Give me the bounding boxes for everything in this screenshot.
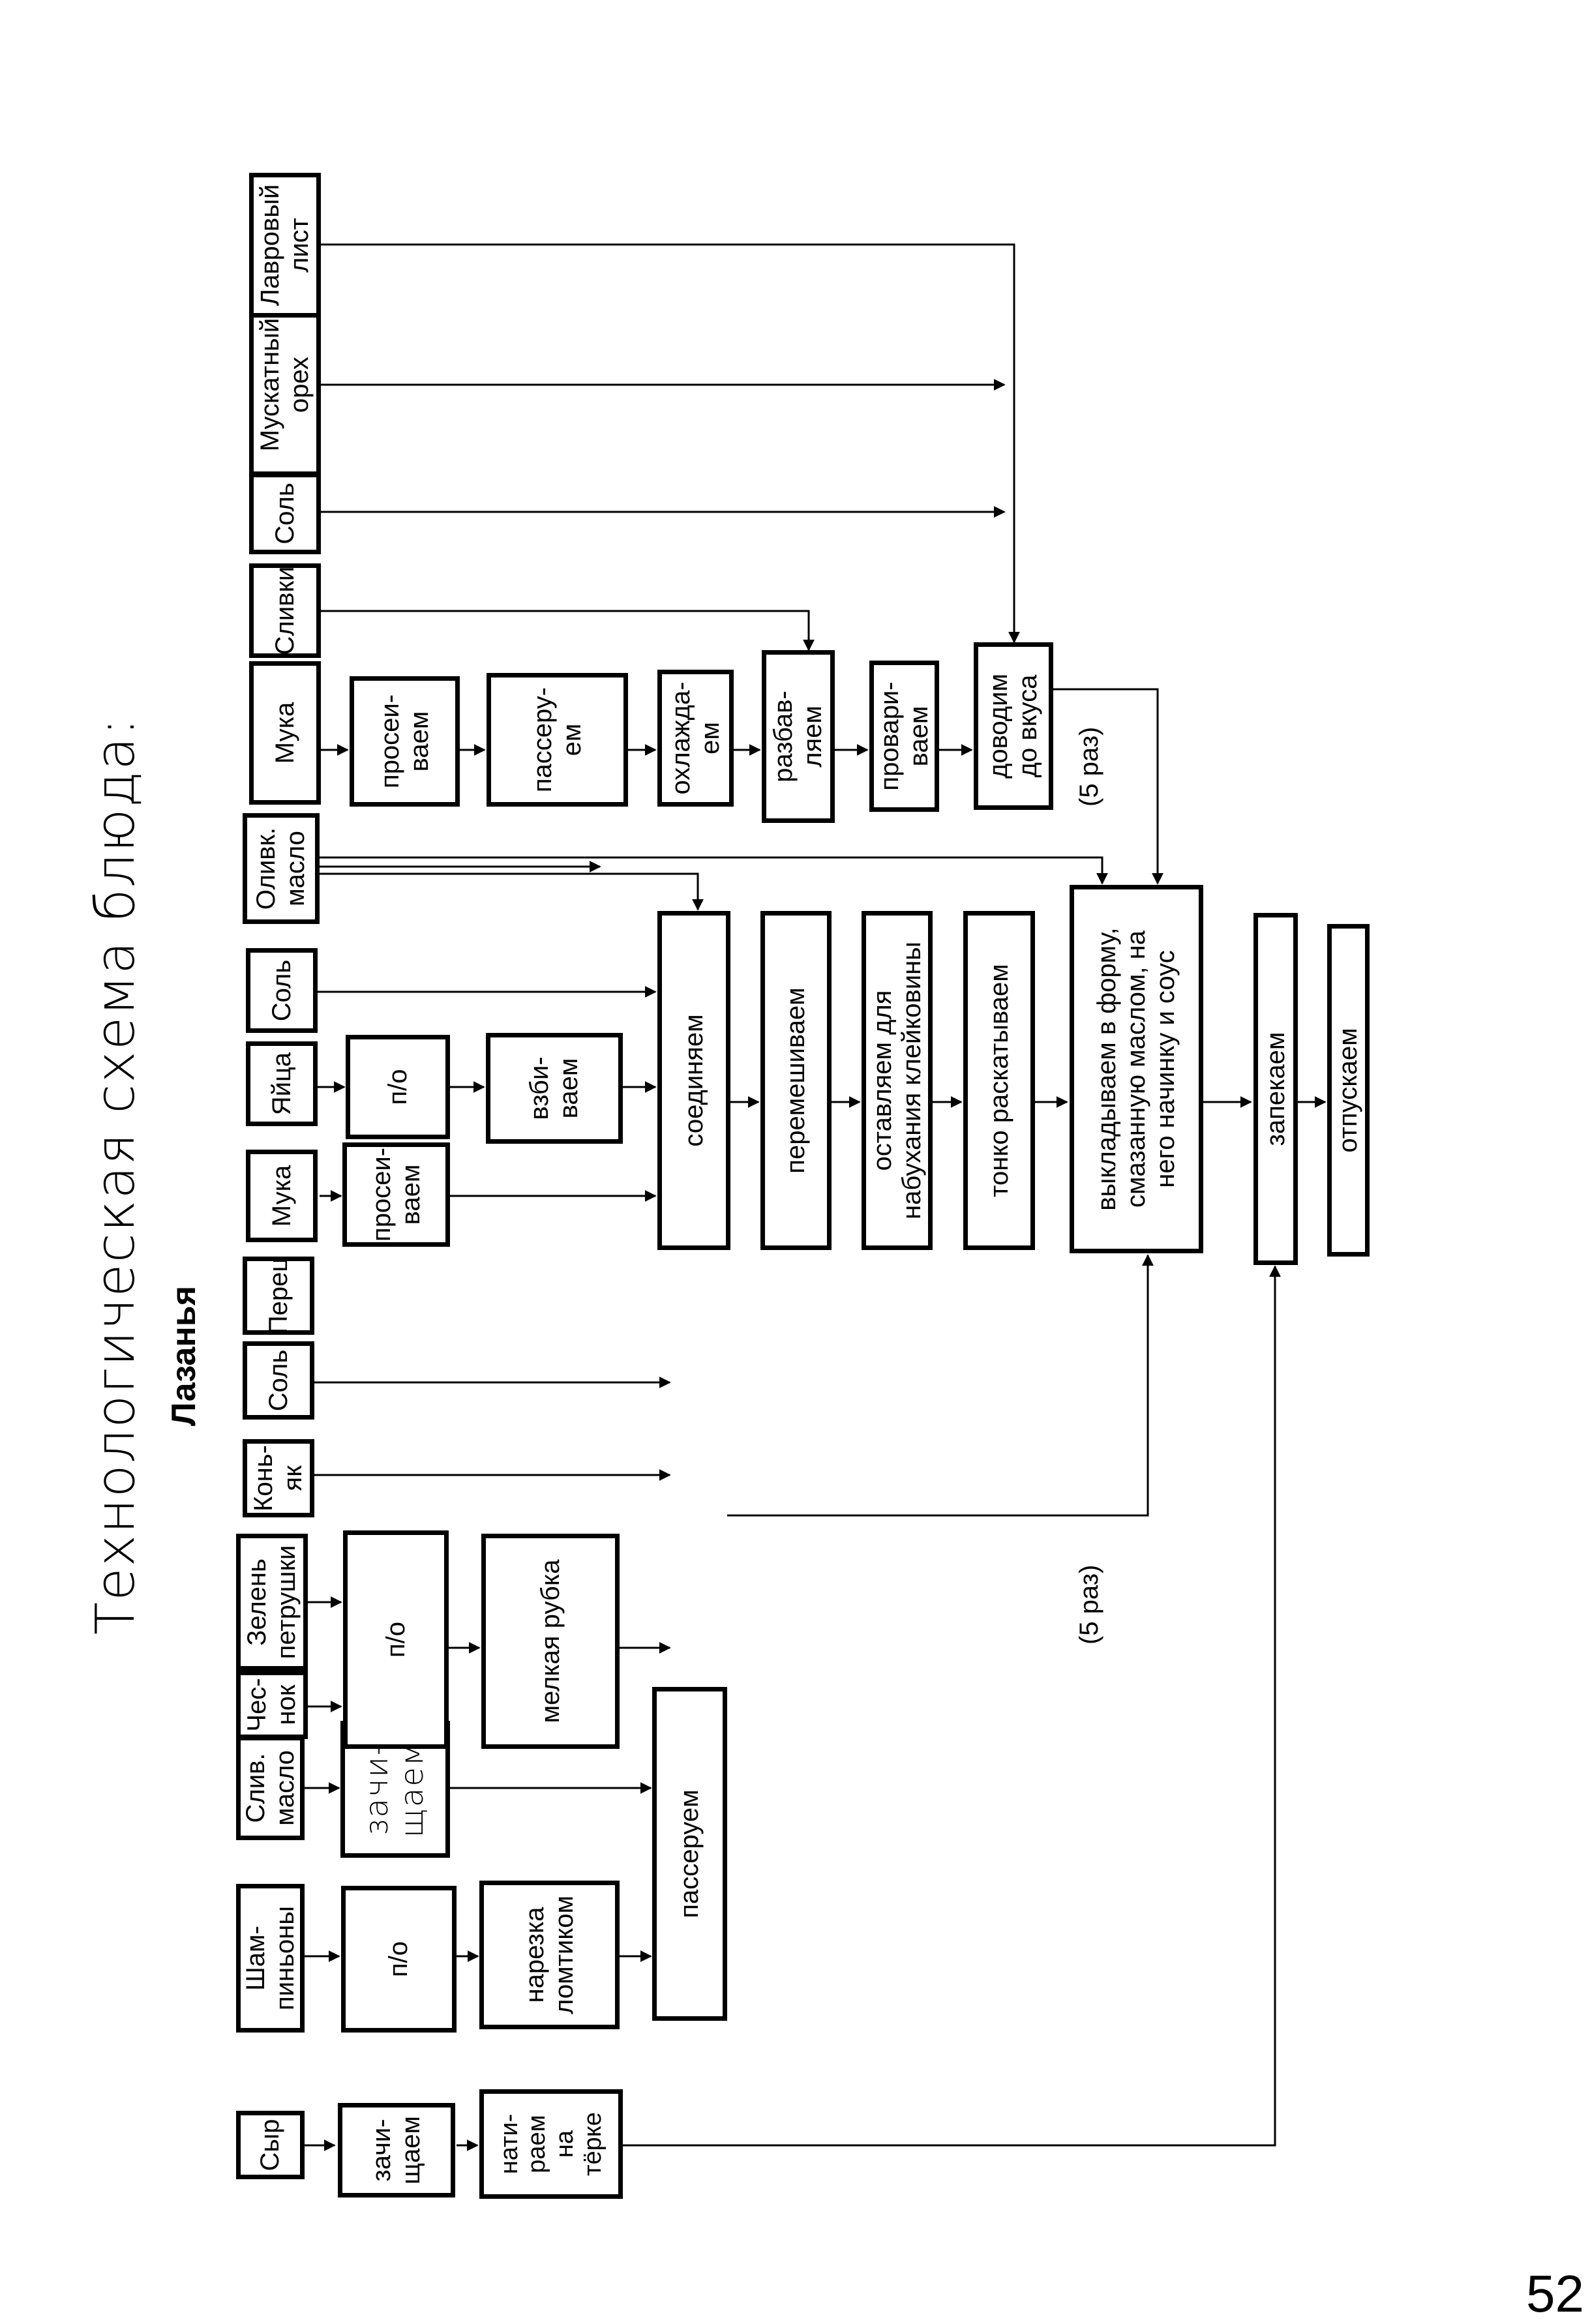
diagram-sheet: Технологическая схема блюда: Лазанья 52 … <box>85 173 1584 2323</box>
ingredient-eggs: Яйца <box>246 1041 318 1126</box>
step-flour-sift: просеи- ваем <box>342 1142 450 1247</box>
step-sauce-saute: пассеру- ем <box>487 673 628 807</box>
step-eggs-beat: взби- ваем <box>486 1033 623 1144</box>
step-sauce-cool: охлажда- ем <box>657 670 734 807</box>
ingredient-cheese: Сыр <box>236 2111 305 2179</box>
ingredient-nutmeg: Мускатный орех <box>249 293 321 476</box>
ingredient-cream: Сливки <box>249 563 321 658</box>
step-cheese-grate: нати- раем на тёрке <box>479 2089 623 2199</box>
step-mushroom-po: п/о <box>341 1886 457 2033</box>
step-bake: запекаем <box>1253 913 1298 1265</box>
note-repeat-filling: (5 раз) <box>1075 1564 1103 1645</box>
arrow-bay-leaf <box>320 243 1020 644</box>
step-assemble: выкладываем в форму, смазанную маслом, н… <box>1070 885 1203 1253</box>
step-greens-po: п/о <box>343 1530 449 1749</box>
ingredient-parsley: Зелень петрушки <box>236 1534 308 1671</box>
arrow-olive-combine <box>320 872 704 911</box>
page-number: 52 <box>1526 2265 1584 2323</box>
step-roll: тонко раскатываем <box>963 911 1035 1250</box>
step-sauce-dilute: разбав- ляем <box>762 650 835 823</box>
arrow-cream-dilute <box>320 610 815 651</box>
note-repeat-sauce: (5 раз) <box>1075 726 1103 807</box>
step-rest: оставляем для набухания клейковины <box>862 911 933 1250</box>
ingredient-salt-sauce: Соль <box>249 473 321 554</box>
step-mix: перемешиваем <box>760 911 832 1250</box>
step-sauce-boil: провари- ваем <box>869 661 939 812</box>
ingredient-salt-dough: Соль <box>246 948 318 1033</box>
dish-title: Лазанья <box>165 1285 203 1426</box>
ingredient-salt-filling: Соль <box>243 1341 314 1420</box>
step-saute-filling: пассеруем <box>652 1687 727 2021</box>
diagram-heading: Технологическая схема блюда: <box>85 716 147 1635</box>
arrow-sauce-assemble <box>1053 688 1163 885</box>
step-serve: отпускаем <box>1327 924 1370 1257</box>
step-combine: соединяем <box>657 911 730 1250</box>
arrow-cheese-bake <box>623 1265 1281 2147</box>
step-greens-chop: мелкая рубка <box>481 1534 620 1749</box>
step-eggs-po: п/о <box>346 1035 450 1139</box>
ingredient-pepper: Перец <box>243 1257 314 1335</box>
ingredient-mushrooms: Шам- пиньоны <box>236 1884 305 2033</box>
ingredient-garlic: Чес- нок <box>236 1671 308 1739</box>
ingredient-cognac: Конь- як <box>243 1439 314 1517</box>
step-mushroom-slice: нарезка ломтиком <box>479 1881 620 2029</box>
ingredient-olive-oil: Оливк. масло <box>243 813 320 924</box>
step-cheese-clean: зачи- щаем <box>338 2103 455 2197</box>
step-sauce-season: доводим до вкуса <box>974 642 1053 810</box>
step-sauce-sift: просеи- ваем <box>350 676 460 807</box>
ingredient-flour-dough: Мука <box>246 1150 318 1242</box>
ingredient-bay-leaf: Лавровый лист <box>249 173 321 318</box>
ingredient-butter: Слив. масло <box>236 1736 305 1840</box>
connector-layer <box>300 243 1327 2151</box>
arrow-olive-assemble <box>320 856 1108 885</box>
ingredient-flour-sauce: Мука <box>249 661 321 805</box>
rotated-flowchart: Технологическая схема блюда: Лазанья 52 … <box>85 173 1584 2323</box>
arrow-filling-assemble <box>727 1254 1154 1517</box>
